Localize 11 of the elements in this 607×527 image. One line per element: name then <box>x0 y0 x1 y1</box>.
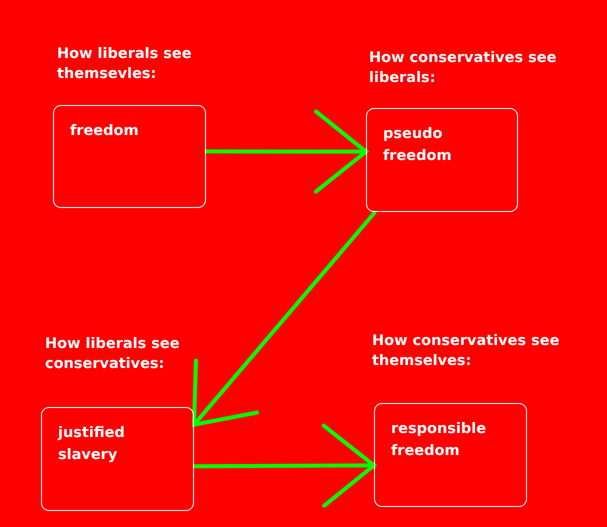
box-label: pseudo freedom <box>383 125 453 166</box>
heading: How conservatives see liberals: <box>369 49 558 88</box>
heading: How liberals see themsevles: <box>57 45 193 84</box>
box-label: responsible freedom <box>391 420 488 461</box>
heading: How liberals see conservatives: <box>45 335 181 374</box>
box-label: freedom <box>70 122 140 141</box>
heading: How conservatives see themselves: <box>372 332 560 371</box>
arrow <box>194 424 376 508</box>
box-label: justified slavery <box>58 424 126 465</box>
arrow <box>192 210 377 427</box>
arrow <box>206 110 368 194</box>
